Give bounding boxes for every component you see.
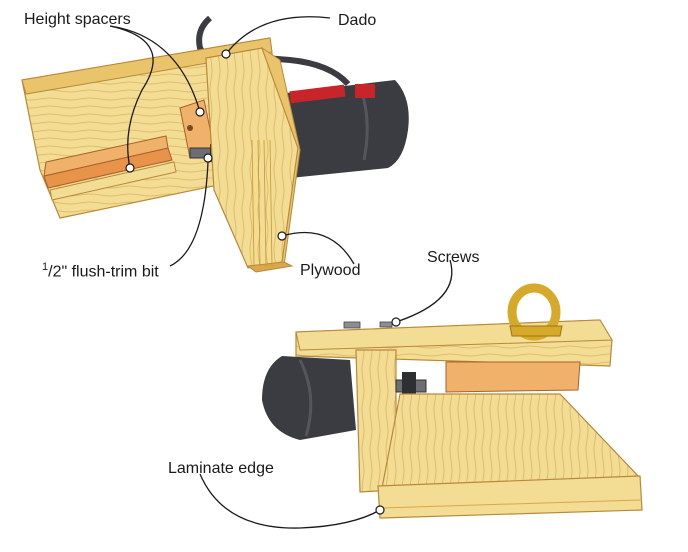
label-dado: Dado bbox=[338, 12, 377, 29]
label-flush-trim-bit: 1/2" flush-trim bit bbox=[42, 258, 159, 281]
work-board bbox=[381, 393, 642, 489]
leader-dots bbox=[125, 49, 401, 515]
screw-1 bbox=[343, 321, 361, 329]
screw-2 bbox=[379, 321, 393, 328]
label-screws: Screws bbox=[427, 249, 480, 266]
router-body bbox=[262, 356, 356, 440]
eye-bolt bbox=[507, 283, 563, 341]
leader-bit bbox=[169, 161, 209, 267]
router-motor bbox=[270, 80, 409, 178]
leader-dado bbox=[225, 16, 331, 55]
label-height-spacers: Height spacers bbox=[24, 11, 131, 28]
leader-height-spacers-1 bbox=[109, 25, 154, 169]
leader-plywood bbox=[281, 231, 355, 265]
leader-lines bbox=[109, 16, 453, 529]
leader-height-spacers-2 bbox=[109, 25, 201, 113]
leader-screws bbox=[395, 259, 453, 323]
label-bit-text: /2" flush-trim bit bbox=[48, 263, 159, 281]
spacer-block-bottom bbox=[445, 361, 581, 393]
label-bit-fraction: 1 bbox=[42, 261, 49, 273]
top-assembly bbox=[21, 15, 409, 273]
leader-laminate bbox=[199, 473, 381, 529]
label-laminate-edge: Laminate edge bbox=[168, 460, 274, 477]
spacer-strip-2 bbox=[43, 135, 169, 177]
bottom-assembly bbox=[262, 283, 643, 519]
label-plywood: Plywood bbox=[300, 262, 361, 279]
